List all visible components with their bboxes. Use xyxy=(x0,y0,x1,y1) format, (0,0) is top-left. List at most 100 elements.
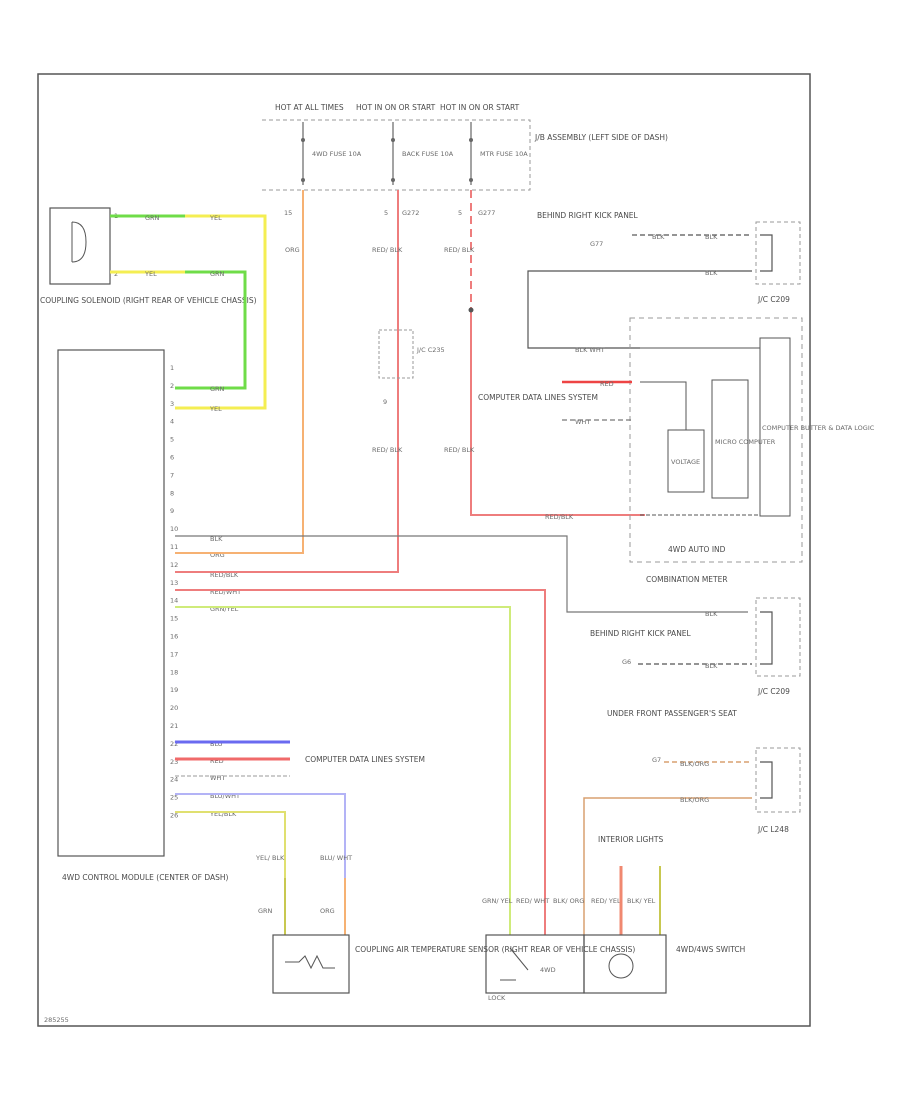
temp-sensor-box xyxy=(272,934,350,994)
meter-ic-voltage-label: VOLTAGE xyxy=(671,458,700,466)
jc-mid-blk-2: BLK xyxy=(705,662,718,670)
mwire-label-red-blk: RED/BLK xyxy=(210,571,239,579)
switch-contact-icon xyxy=(500,947,529,981)
jc-low-under-label: UNDER FRONT PASSENGER'S SEAT xyxy=(607,709,737,718)
module-pin-24: 24 xyxy=(170,776,178,784)
fuse-mtr-node xyxy=(469,138,473,142)
comp-data-2-label: COMPUTER DATA LINES SYSTEM xyxy=(305,755,425,764)
4wd-switch: GRN/ YEL RED/ WHT BLK/ ORG RED/ YEL BLK/… xyxy=(482,835,745,1002)
module-pin-25: 25 xyxy=(170,794,178,802)
jc-top-conn: G77 xyxy=(590,240,603,248)
wire-org-main xyxy=(175,190,304,554)
mwire-label-grn-yel: GRN/YEL xyxy=(210,605,239,613)
switch-box-left xyxy=(485,934,585,994)
mwire-label-blk: BLK xyxy=(210,535,223,543)
wire-red-blk-main xyxy=(175,190,399,573)
wire-red-wht xyxy=(175,589,546,935)
module-pin-12: 12 xyxy=(170,561,178,569)
module-pin-10: 10 xyxy=(170,525,178,533)
combination-meter: BLK WHT RED WHT COMPUTER DATA LINES SYST… xyxy=(478,317,875,584)
jc-mid-blk-1: BLK xyxy=(705,610,718,618)
module-pin-list: 1234567891011121314151617181920212223242… xyxy=(170,364,178,820)
module-pin-14: 14 xyxy=(170,597,178,605)
jc-mid-behind-label: BEHIND RIGHT KICK PANEL xyxy=(590,629,692,638)
jc-pin-9: 9 xyxy=(383,398,387,406)
switch-label: 4WD/4WS SWITCH xyxy=(676,945,745,954)
fuse-mtr-label: MTR FUSE 10A xyxy=(480,150,528,158)
mwire-label-wht: WHT xyxy=(210,774,225,782)
jc-c235-box xyxy=(378,329,414,379)
wire-label-grn-2: GRN xyxy=(210,270,225,278)
sw-w3: BLK/ ORG xyxy=(553,897,584,905)
module-pin-9: 9 xyxy=(170,507,174,515)
jc-top-box xyxy=(755,221,801,285)
fuse-back-node xyxy=(391,138,395,142)
temp-yel-blk: YEL/ BLK xyxy=(255,854,285,862)
mwire-label-red: RED xyxy=(210,757,224,765)
module-pin-26: 26 xyxy=(170,812,178,820)
jc-mid-bus xyxy=(760,611,773,665)
jc-low-w1: BLK/ORG xyxy=(680,760,709,768)
temp-org: ORG xyxy=(320,907,335,915)
wire-blk-org-jc-low-2 xyxy=(583,797,752,935)
fuse-back-node-2 xyxy=(391,178,395,182)
node-red-blk xyxy=(468,307,474,313)
jc-top-behind-label: BEHIND RIGHT KICK PANEL xyxy=(537,211,639,220)
wire-label-red-blk-4: RED/ BLK xyxy=(444,446,475,454)
meter-ic-logic xyxy=(759,337,791,517)
module-pin-1: 1 xyxy=(170,364,174,372)
meter-ic-micro xyxy=(711,379,749,499)
jc-low-bus xyxy=(760,761,773,799)
wire-grn-solenoid-2 xyxy=(175,270,247,390)
module-pin-20: 20 xyxy=(170,704,178,712)
jc-c209-mid: BLK BEHIND RIGHT KICK PANEL G6 BLK J/C C… xyxy=(590,597,801,696)
power-hot-in-on-1: HOT IN ON OR START xyxy=(356,103,436,112)
pin-5b: 5 xyxy=(458,209,462,217)
wire-yel-blk xyxy=(175,811,286,878)
jc-low-conn: G7 xyxy=(652,756,661,764)
indicator-lamp-icon xyxy=(608,953,634,979)
power-hot-in-on-2: HOT IN ON OR START xyxy=(440,103,520,112)
fuse-mtr-node-2 xyxy=(469,178,473,182)
switch-box-right xyxy=(583,934,667,994)
module-pin-22: 22 xyxy=(170,740,178,748)
mwire-label-grn: GRN xyxy=(210,385,225,393)
fuse-4wd-label: 4WD FUSE 10A xyxy=(312,150,362,158)
jc-low-box xyxy=(755,747,801,813)
conn-g272: G272 xyxy=(402,209,419,217)
wire-grn-yel xyxy=(175,606,511,935)
solenoid-label: COUPLING SOLENOID (RIGHT REAR OF VEHICLE… xyxy=(40,296,257,305)
meter-dashed-box xyxy=(629,317,803,563)
temp-sensor: YEL/ BLK BLU/ WHT GRN ORG COUPLING AIR T… xyxy=(255,854,635,994)
module-pin-2: 2 xyxy=(170,382,174,390)
wire-label-red-blk-1: RED/ BLK xyxy=(372,246,403,254)
jc-top-blk-1: BLK xyxy=(652,233,665,241)
meter-internal-1 xyxy=(640,381,687,430)
jc-top-blk-2: BLK xyxy=(705,233,718,241)
meter-comp-data: COMPUTER DATA LINES SYSTEM xyxy=(478,393,598,402)
wire-label-grn-1: GRN xyxy=(145,214,160,222)
module-pin-21: 21 xyxy=(170,722,178,730)
module-pin-8: 8 xyxy=(170,489,174,497)
module-pin-3: 3 xyxy=(170,400,174,408)
meter-auto-ind: 4WD AUTO IND xyxy=(668,545,726,554)
meter-ic-micro-label: MICRO COMPUTER xyxy=(715,438,776,446)
jc-top-blk-3: BLK xyxy=(705,269,718,277)
wire-red-blk-meter xyxy=(470,310,645,516)
jc-mid-conn: G6 xyxy=(622,658,631,666)
jc-top-label: J/C C209 xyxy=(757,295,790,304)
mwire-label-yel-blk: YEL/BLK xyxy=(209,810,237,818)
jc-c209-top: BEHIND RIGHT KICK PANEL G77 BLK BLK BLK … xyxy=(527,211,801,349)
module-pin-18: 18 xyxy=(170,668,178,676)
sw-w4: RED/ YEL xyxy=(591,897,621,905)
power-hot-at-all-times: HOT AT ALL TIMES xyxy=(275,103,344,112)
conn-g277: G277 xyxy=(478,209,495,217)
mwire-label-blu-wht: BLU/WHT xyxy=(210,792,240,800)
module-pin-4: 4 xyxy=(170,418,174,426)
sw-w1: GRN/ YEL xyxy=(482,897,513,905)
meter-label: COMBINATION METER xyxy=(646,575,728,584)
sw-w2: RED/ WHT xyxy=(516,897,549,905)
temp-blu-wht: BLU/ WHT xyxy=(320,854,352,862)
jc-low-w2: BLK/ORG xyxy=(680,796,709,804)
